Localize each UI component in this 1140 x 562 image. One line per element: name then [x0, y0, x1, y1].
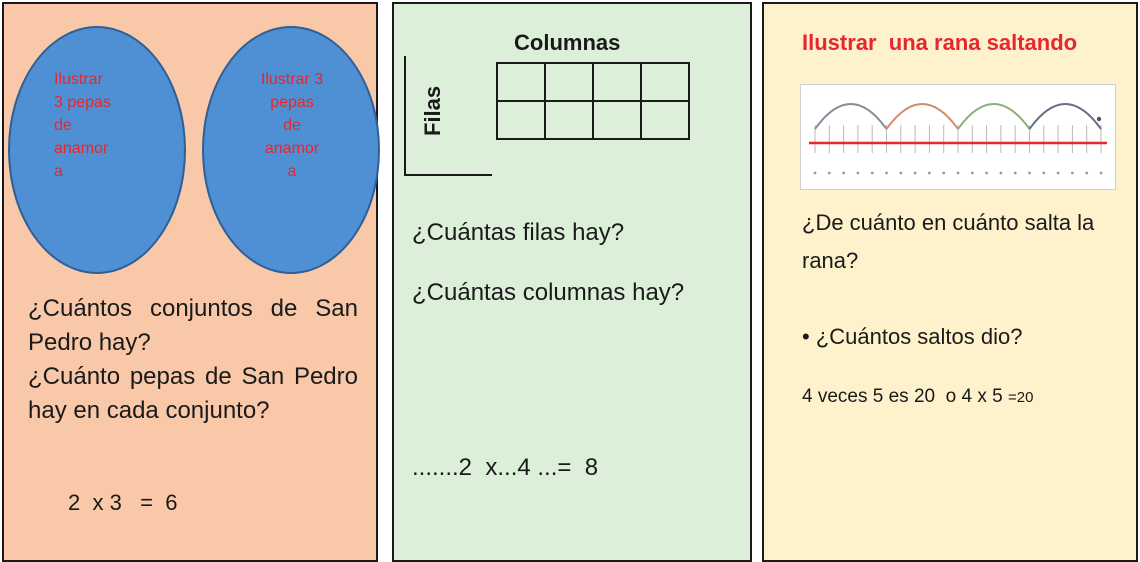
number-line-label-dot — [813, 171, 817, 175]
panel-san-pedro: Ilustrar 3 pepas de anamor a Ilustrar 3 … — [2, 2, 380, 562]
question-columns: ¿Cuántas columnas hay? — [412, 279, 685, 306]
equation-4x5-text: 4 veces 5 es 20 o 4 x 5 — [802, 386, 1008, 407]
frog-title: Ilustrar una rana saltando — [802, 30, 1078, 55]
number-line-label-dot — [1085, 171, 1089, 175]
frog-landing-dot — [1096, 116, 1102, 122]
grid-columns-title: Columnas — [514, 30, 621, 55]
grid-axis-frame — [404, 56, 492, 176]
grid-cell — [544, 62, 594, 102]
grid-row — [496, 100, 690, 140]
oval-illustration-1 — [8, 26, 186, 274]
number-line-label-dot — [1071, 171, 1074, 175]
number-line-label-dot — [885, 171, 888, 175]
oval-1-caption: Ilustrar 3 pepas de anamor a — [54, 71, 111, 180]
grid-cell — [592, 100, 642, 140]
grid-cell — [640, 100, 690, 140]
grid-cell — [496, 62, 546, 102]
number-line-label-dot — [827, 171, 831, 175]
number-line-label-dot — [942, 171, 946, 175]
number-line-label-dot — [1013, 171, 1017, 175]
question-rows: ¿Cuántas filas hay? — [412, 219, 625, 246]
equation-2x3: 2 x 3 = 6 — [68, 490, 178, 515]
frog-jump-arc — [1028, 103, 1102, 130]
equation-4x5-result: =20 — [1007, 389, 1034, 406]
number-line-label-dot — [899, 171, 903, 175]
number-line-label-dot — [1028, 171, 1031, 175]
equation-2x4: .......2 x...4 ...= 8 — [412, 454, 599, 481]
oval-illustration-2 — [202, 26, 380, 274]
panel-1-questions: ¿Cuántos conjuntos de San Pedro hay? ¿Cu… — [28, 292, 358, 428]
array-grid — [496, 62, 690, 140]
number-line-label-dot — [1056, 171, 1060, 175]
grid-row — [496, 62, 690, 102]
number-line-label-dot — [913, 171, 917, 175]
frog-jump-arc — [957, 103, 1031, 130]
grid-cell — [640, 62, 690, 102]
panel-array-grid: Columnas Filas ¿Cuántas filas hay? ¿Cuán… — [392, 2, 752, 562]
number-line-label-dot — [1042, 171, 1046, 175]
grid-cell — [496, 100, 546, 140]
number-line-svg — [809, 103, 1107, 175]
frog-jump-arc — [885, 103, 959, 130]
question-sets: ¿Cuántos conjuntos de San Pedro hay? — [28, 295, 358, 356]
grid-cell — [592, 62, 642, 102]
number-line-label-dot — [970, 171, 974, 175]
question-jump-size: ¿De cuánto en cuánto salta la rana? — [802, 210, 1095, 273]
oval-2-caption: Ilustrar 3 pepas de anamor a — [260, 71, 324, 180]
number-line-label-dot — [842, 171, 845, 175]
panel-frog-jumps: Ilustrar una rana saltando ¿De cuánto en… — [762, 2, 1138, 562]
number-line-label-dot — [999, 171, 1003, 175]
number-line-label-dot — [856, 171, 860, 175]
frog-jump-arc — [814, 103, 888, 130]
grid-rows-label: Filas — [420, 85, 445, 136]
grid-cell — [544, 100, 594, 140]
number-line-label-dot — [870, 171, 874, 175]
number-line-illustration — [800, 84, 1116, 190]
question-seeds-per-set: ¿Cuánto pepas de San Pedro hay en cada c… — [28, 363, 358, 424]
number-line-label-dot — [1099, 171, 1103, 175]
number-line-label-dot — [956, 171, 960, 175]
question-jump-count: • ¿Cuántos saltos dio? — [802, 324, 1023, 349]
number-line-label-dot — [928, 171, 931, 175]
equation-4x5: 4 veces 5 es 20 o 4 x 5 =20 — [802, 386, 1033, 408]
number-line-label-dot — [985, 171, 988, 175]
